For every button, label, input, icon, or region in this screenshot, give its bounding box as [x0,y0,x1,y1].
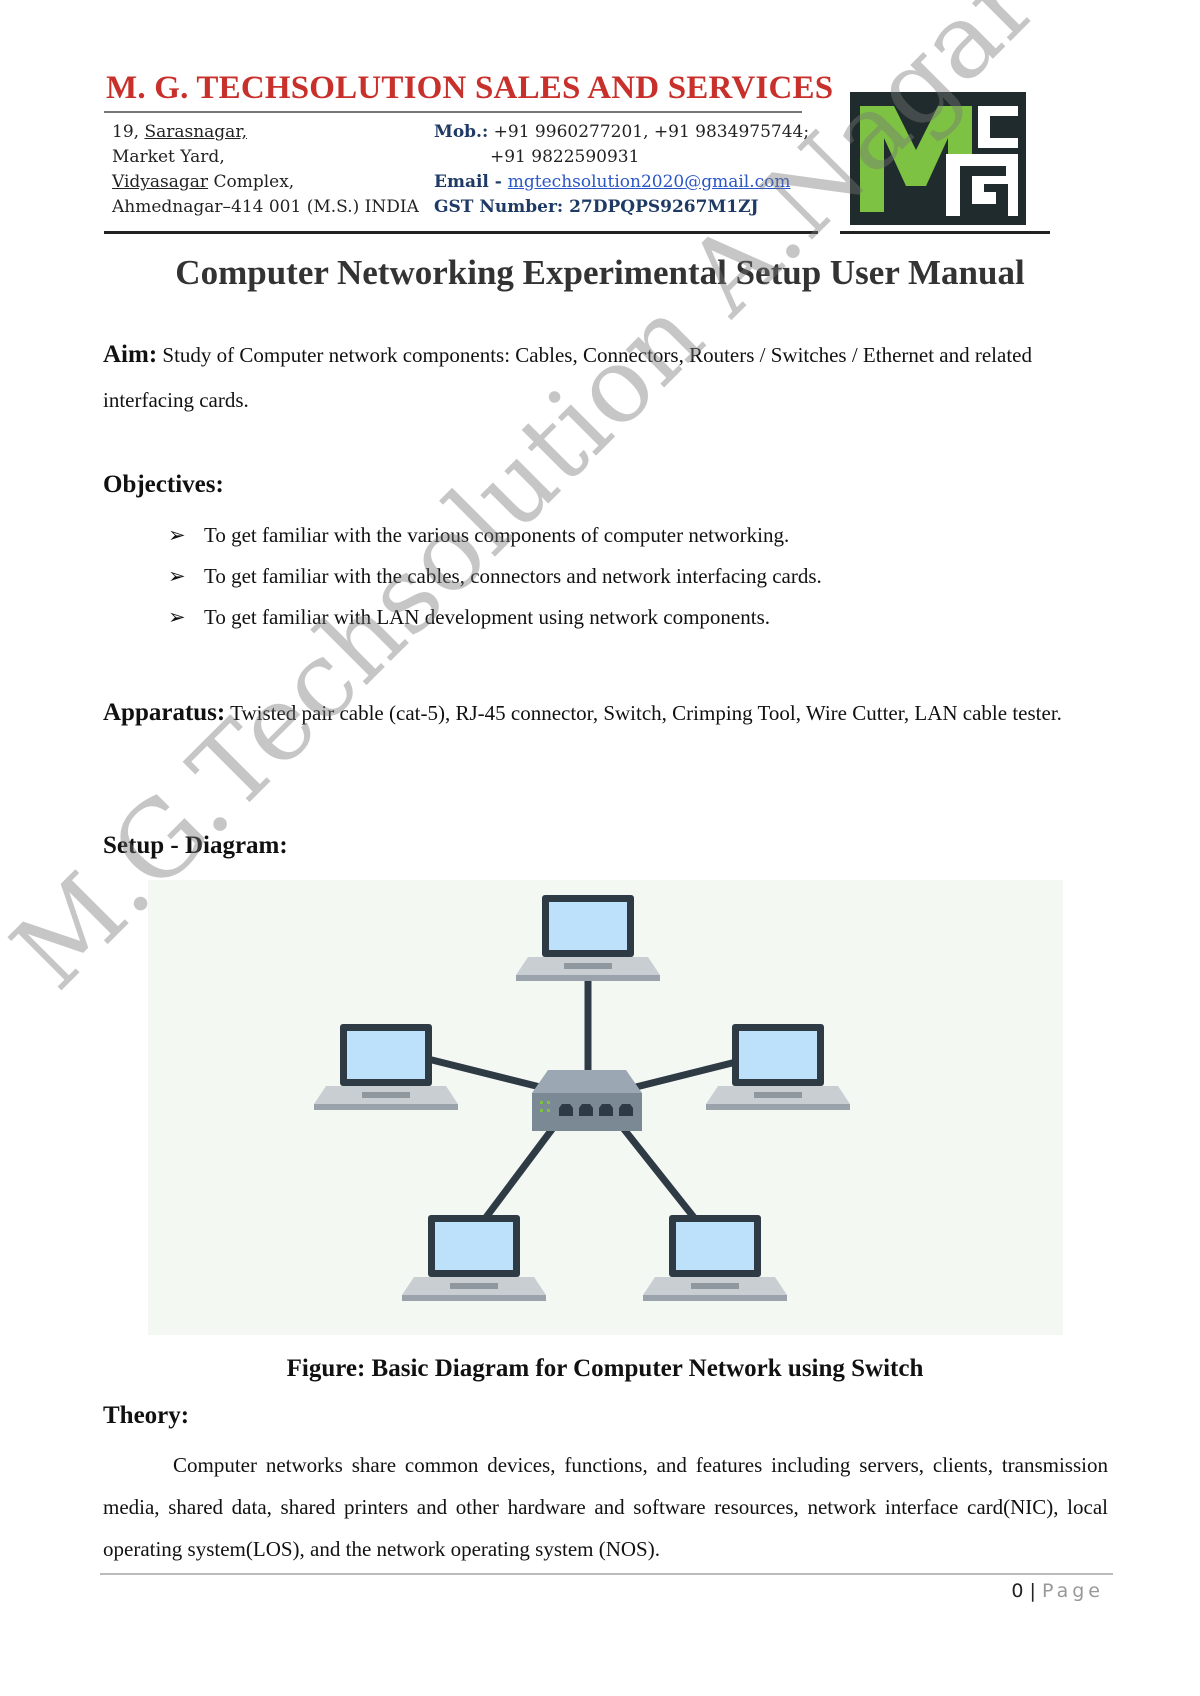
page-footer: 0 | Page [1011,1580,1104,1602]
address-area: Sarasnagar, [144,122,247,142]
laptop-icon [643,1215,787,1301]
figure-caption: Figure: Basic Diagram for Computer Netwo… [286,1355,924,1382]
mobile-numbers: +91 9960277201, +91 9834975744; [488,122,810,142]
address-prefix: 19, [112,122,145,142]
address-line2: Market Yard, [112,147,225,167]
setup-heading: Setup - Diagram: [103,832,288,859]
aim-section: Aim: Study of Computer network component… [103,332,1113,423]
address-complex-rest: Complex, [208,172,295,192]
objectives-list: ➢ To get familiar with the various compon… [168,515,822,638]
header-rule-right [840,231,1050,234]
laptop-icon [314,1024,458,1110]
page-title: Computer Networking Experimental Setup U… [175,253,1025,292]
address-complex-name: Vidyasagar [112,172,209,192]
email-link[interactable]: mgtechsolution2020@gmail.com [507,172,791,192]
aim-label: Aim: [103,341,158,368]
network-diagram [148,880,1063,1335]
theory-text: Computer networks share common devices, … [103,1444,1108,1570]
list-item: ➢ To get familiar with LAN development us… [168,597,822,638]
gst-number: GST Number: 27DPQPS9267M1ZJ [434,197,759,217]
mg-logo [850,92,1026,225]
list-item: ➢ To get familiar with the cables, connec… [168,556,822,597]
header-rule-left [104,231,818,234]
page-label: Page [1042,1580,1104,1602]
apparatus-label: Apparatus: [103,699,226,726]
objective-text: To get familiar with the cables, connect… [204,564,822,588]
arrow-bullet-icon: ➢ [168,523,186,547]
laptop-icon [402,1215,546,1301]
company-address: 19, Sarasnagar, Market Yard, Vidyasagar … [112,120,419,220]
apparatus-section: Apparatus: Twisted pair cable (cat-5), R… [103,690,1113,736]
network-switch-icon [532,1070,642,1131]
list-item: ➢ To get familiar with the various compon… [168,515,822,556]
objective-text: To get familiar with the various compone… [204,523,790,547]
page-separator: | [1023,1580,1042,1602]
mobile-label: Mob.: [434,122,489,142]
theory-body: Computer networks share common devices, … [103,1453,1108,1561]
objective-text: To get familiar with LAN development usi… [204,605,770,629]
page-number: 0 [1011,1580,1024,1602]
company-contact: Mob.: +91 9960277201, +91 9834975744; +9… [434,120,809,220]
company-name: M. G. TECHSOLUTION SALES AND SERVICES [106,70,834,106]
laptop-icon [516,895,660,981]
objectives-heading: Objectives: [103,471,224,498]
aim-text: Study of Computer network components: Ca… [103,343,1032,412]
apparatus-text: Twisted pair cable (cat-5), RJ-45 connec… [225,701,1062,725]
address-city: Ahmednagar–414 001 (M.S.) INDIA [112,197,419,217]
theory-heading: Theory: [103,1402,190,1429]
email-label: Email - [434,172,508,192]
mobile-number-extra: +91 9822590931 [490,147,640,167]
footer-rule [100,1573,1113,1575]
arrow-bullet-icon: ➢ [168,564,186,588]
header-divider [104,111,802,113]
arrow-bullet-icon: ➢ [168,605,186,629]
